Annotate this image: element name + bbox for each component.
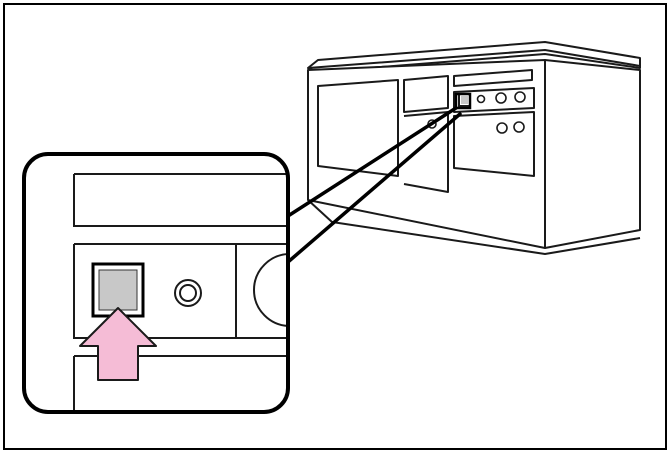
cabinet-controls xyxy=(427,91,526,134)
cabinet-knob-1 xyxy=(476,94,486,104)
cabinet-left-panel xyxy=(317,79,399,177)
control-button-face xyxy=(98,269,138,311)
press-arrow xyxy=(79,307,157,381)
detail-control-strip xyxy=(73,243,288,339)
cabinet-control-strip xyxy=(453,87,535,113)
detail-frame xyxy=(22,152,290,414)
detail-large-knob xyxy=(253,253,288,327)
cabinet-knob-5 xyxy=(513,121,525,133)
cabinet-knob-4 xyxy=(496,122,508,134)
detail-view xyxy=(22,152,290,414)
callout-lines xyxy=(286,106,462,264)
cabinet-knob-3 xyxy=(514,91,526,103)
cabinet-side xyxy=(544,59,641,249)
cabinet-right-door xyxy=(453,111,535,177)
detail-frame-bg xyxy=(24,154,288,412)
detail-upper-panel xyxy=(73,173,288,227)
cabinet-knob-2 xyxy=(495,92,507,104)
cabinet-top-strip xyxy=(453,69,533,87)
cabinet-middle-window xyxy=(403,75,449,113)
cabinet xyxy=(307,41,641,255)
